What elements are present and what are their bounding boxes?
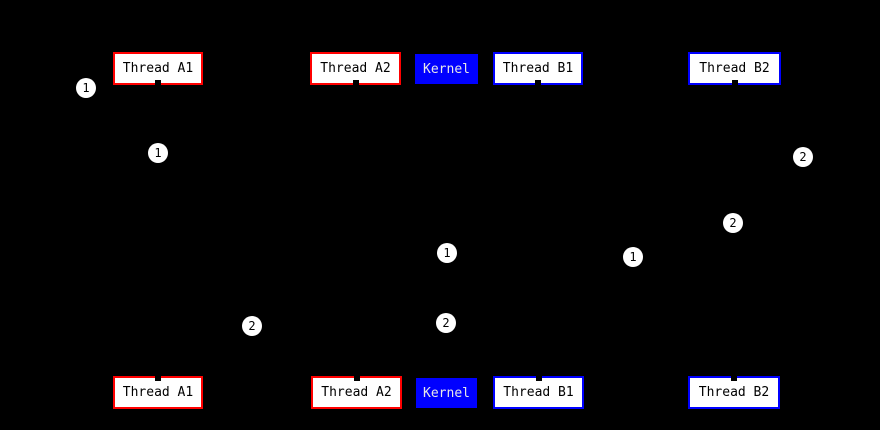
step-badge-8: 2 [242,316,262,336]
step-badge-5: 1 [437,243,457,263]
actor-thread-a2-top: Thread A2 [310,52,401,86]
actor-thread-b2-top: Thread B2 [688,52,781,86]
lifeline-notch [731,80,738,86]
step-badge-4: 2 [723,213,743,233]
actor-label: Thread A2 [321,385,392,400]
actor-label: Kernel [423,385,470,401]
actor-thread-a1-top: Thread A1 [113,52,203,86]
lifeline-notch [353,375,360,381]
actor-label: Thread A1 [122,385,194,400]
actor-label: Thread B1 [502,61,574,76]
actor-kernel-top: Kernel [415,54,478,84]
step-badge-1: 1 [76,78,96,98]
actor-label: Thread B2 [699,61,770,76]
actor-thread-a1-bottom: Thread A1 [113,375,203,409]
lifeline-notch [535,80,541,86]
actor-thread-a2-bottom: Thread A2 [311,375,402,409]
actor-label: Thread A2 [320,61,391,76]
actor-label: Thread B2 [698,385,770,400]
step-badge-7: 2 [436,313,456,333]
actor-kernel-bottom: Kernel [416,378,477,408]
actor-thread-b2-bottom: Thread B2 [688,375,780,409]
lifeline-notch [155,375,161,381]
lifeline-notch [155,80,161,86]
lifeline-notch [352,80,359,86]
actor-thread-b1-bottom: Thread B1 [493,375,584,409]
lifeline-notch [535,375,542,381]
step-badge-6: 1 [623,247,643,267]
actor-label: Thread A1 [122,61,194,76]
actor-thread-b1-top: Thread B1 [493,52,583,86]
actor-label: Thread B1 [503,385,574,400]
lifeline-notch [731,375,737,381]
step-badge-2: 1 [148,143,168,163]
actor-label: Kernel [423,61,470,77]
step-badge-3: 2 [793,147,813,167]
